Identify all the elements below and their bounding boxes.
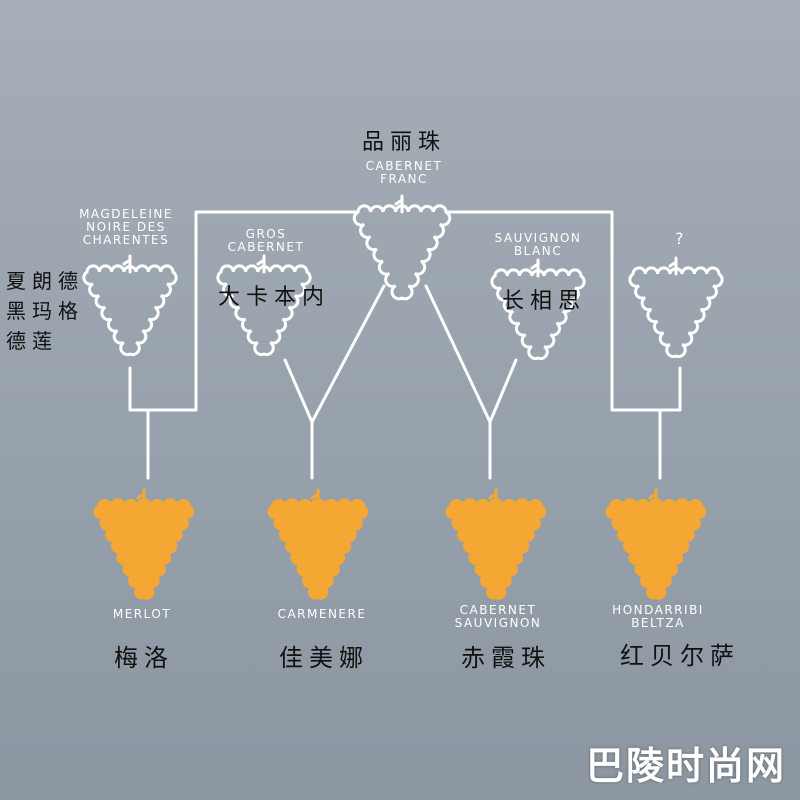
offspring-label-carmenere: CARMENERE xyxy=(277,607,367,621)
grape-sauvignon-blanc-icon-stem xyxy=(530,258,540,278)
grape-magdeleine-icon-bunch xyxy=(82,264,178,357)
parent-label-unknown: ? xyxy=(675,229,685,248)
grape-merlot-icon-bunch xyxy=(93,498,195,600)
grape-hondarribi-beltza-icon-bunch xyxy=(605,498,707,600)
connector-carmenere-right xyxy=(310,284,386,480)
grape-unknown-icon-stem xyxy=(668,256,678,276)
watermark: 巴陵时尚网 xyxy=(585,744,786,788)
offspring-chinese-hondarribi-beltza: 红贝尔萨 xyxy=(620,642,740,670)
parent-chinese-cabernet-franc: 品丽珠 xyxy=(361,130,447,155)
grape-unknown-icon xyxy=(628,256,724,359)
parent-chinese-magdeleine: 夏朗德黑玛格德莲 xyxy=(6,269,84,353)
connector-carmenere-left xyxy=(283,358,314,424)
grape-cabernet-sauvignon-icon xyxy=(445,488,547,600)
grape-unknown-icon-bunch xyxy=(628,266,724,359)
offspring-chinese-cabernet-sauvignon: 赤霞珠 xyxy=(461,644,551,672)
grape-cabernet-franc-icon xyxy=(352,194,452,301)
grape-gros-cabernet-icon-bunch xyxy=(216,264,312,357)
connector-unknown xyxy=(658,366,682,412)
connector-cabsauv-right xyxy=(488,358,518,424)
connector-lines xyxy=(128,210,682,480)
grape-cabernet-sauvignon-icon-bunch xyxy=(445,498,547,600)
grape-magdeleine-icon xyxy=(82,254,178,357)
grape-hondarribi-beltza-icon xyxy=(605,488,707,600)
grape-sauvignon-blanc-icon-bunch xyxy=(490,268,586,361)
grape-sauvignon-blanc-icon xyxy=(490,258,586,361)
grape-magdeleine-icon-stem xyxy=(122,254,132,274)
grape-merlot-icon xyxy=(93,488,195,600)
offspring-chinese-merlot: 梅洛 xyxy=(114,644,174,672)
grape-cabernet-franc-icon-bunch xyxy=(352,204,452,301)
connector-cabsauv-left xyxy=(424,284,492,480)
grape-cabernet-franc-icon-stem xyxy=(394,194,404,214)
connector-franc-right xyxy=(444,210,662,480)
grape-carmenere-icon-bunch xyxy=(267,498,369,600)
parent-chinese-sauvignon-blanc: 长相思 xyxy=(501,289,587,314)
offspring-chinese-carmenere: 佳美娜 xyxy=(279,644,369,672)
grape-carmenere-icon xyxy=(267,488,369,600)
connector-magdeleine xyxy=(128,366,150,412)
grape-gros-cabernet-icon-stem xyxy=(256,254,266,274)
parent-chinese-gros-cabernet: 大卡本内 xyxy=(217,285,331,310)
connector-franc-left xyxy=(146,210,360,480)
grape-gros-cabernet-icon xyxy=(216,254,312,357)
offspring-label-merlot: MERLOT xyxy=(112,607,172,621)
